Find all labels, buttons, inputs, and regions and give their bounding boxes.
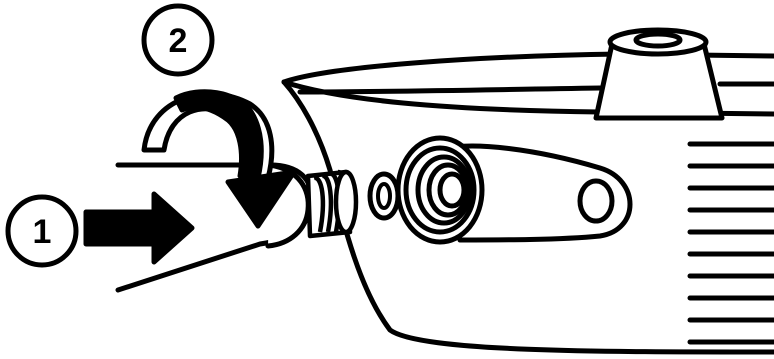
bowl-ribs [687, 141, 774, 345]
rotate-arrow-icon [141, 89, 297, 229]
center-post [593, 27, 725, 121]
threaded-nipple [305, 169, 359, 239]
step-1-badge: 1 [5, 194, 79, 268]
push-arrow-icon [83, 191, 195, 265]
bowl-rim-outer [281, 51, 774, 85]
step-2-number: 2 [169, 22, 188, 60]
bowl-rim-inner-2 [297, 85, 603, 95]
bracket-hole [577, 178, 615, 224]
bowl-side-left [281, 79, 774, 355]
step-2-badge: 2 [141, 3, 215, 77]
step-1-circle [5, 194, 79, 268]
step-2-circle [141, 3, 215, 77]
bowl [281, 51, 774, 355]
step-1-number: 1 [33, 213, 52, 251]
socket-bracket [395, 135, 633, 245]
bowl-rim-inner [281, 79, 774, 117]
